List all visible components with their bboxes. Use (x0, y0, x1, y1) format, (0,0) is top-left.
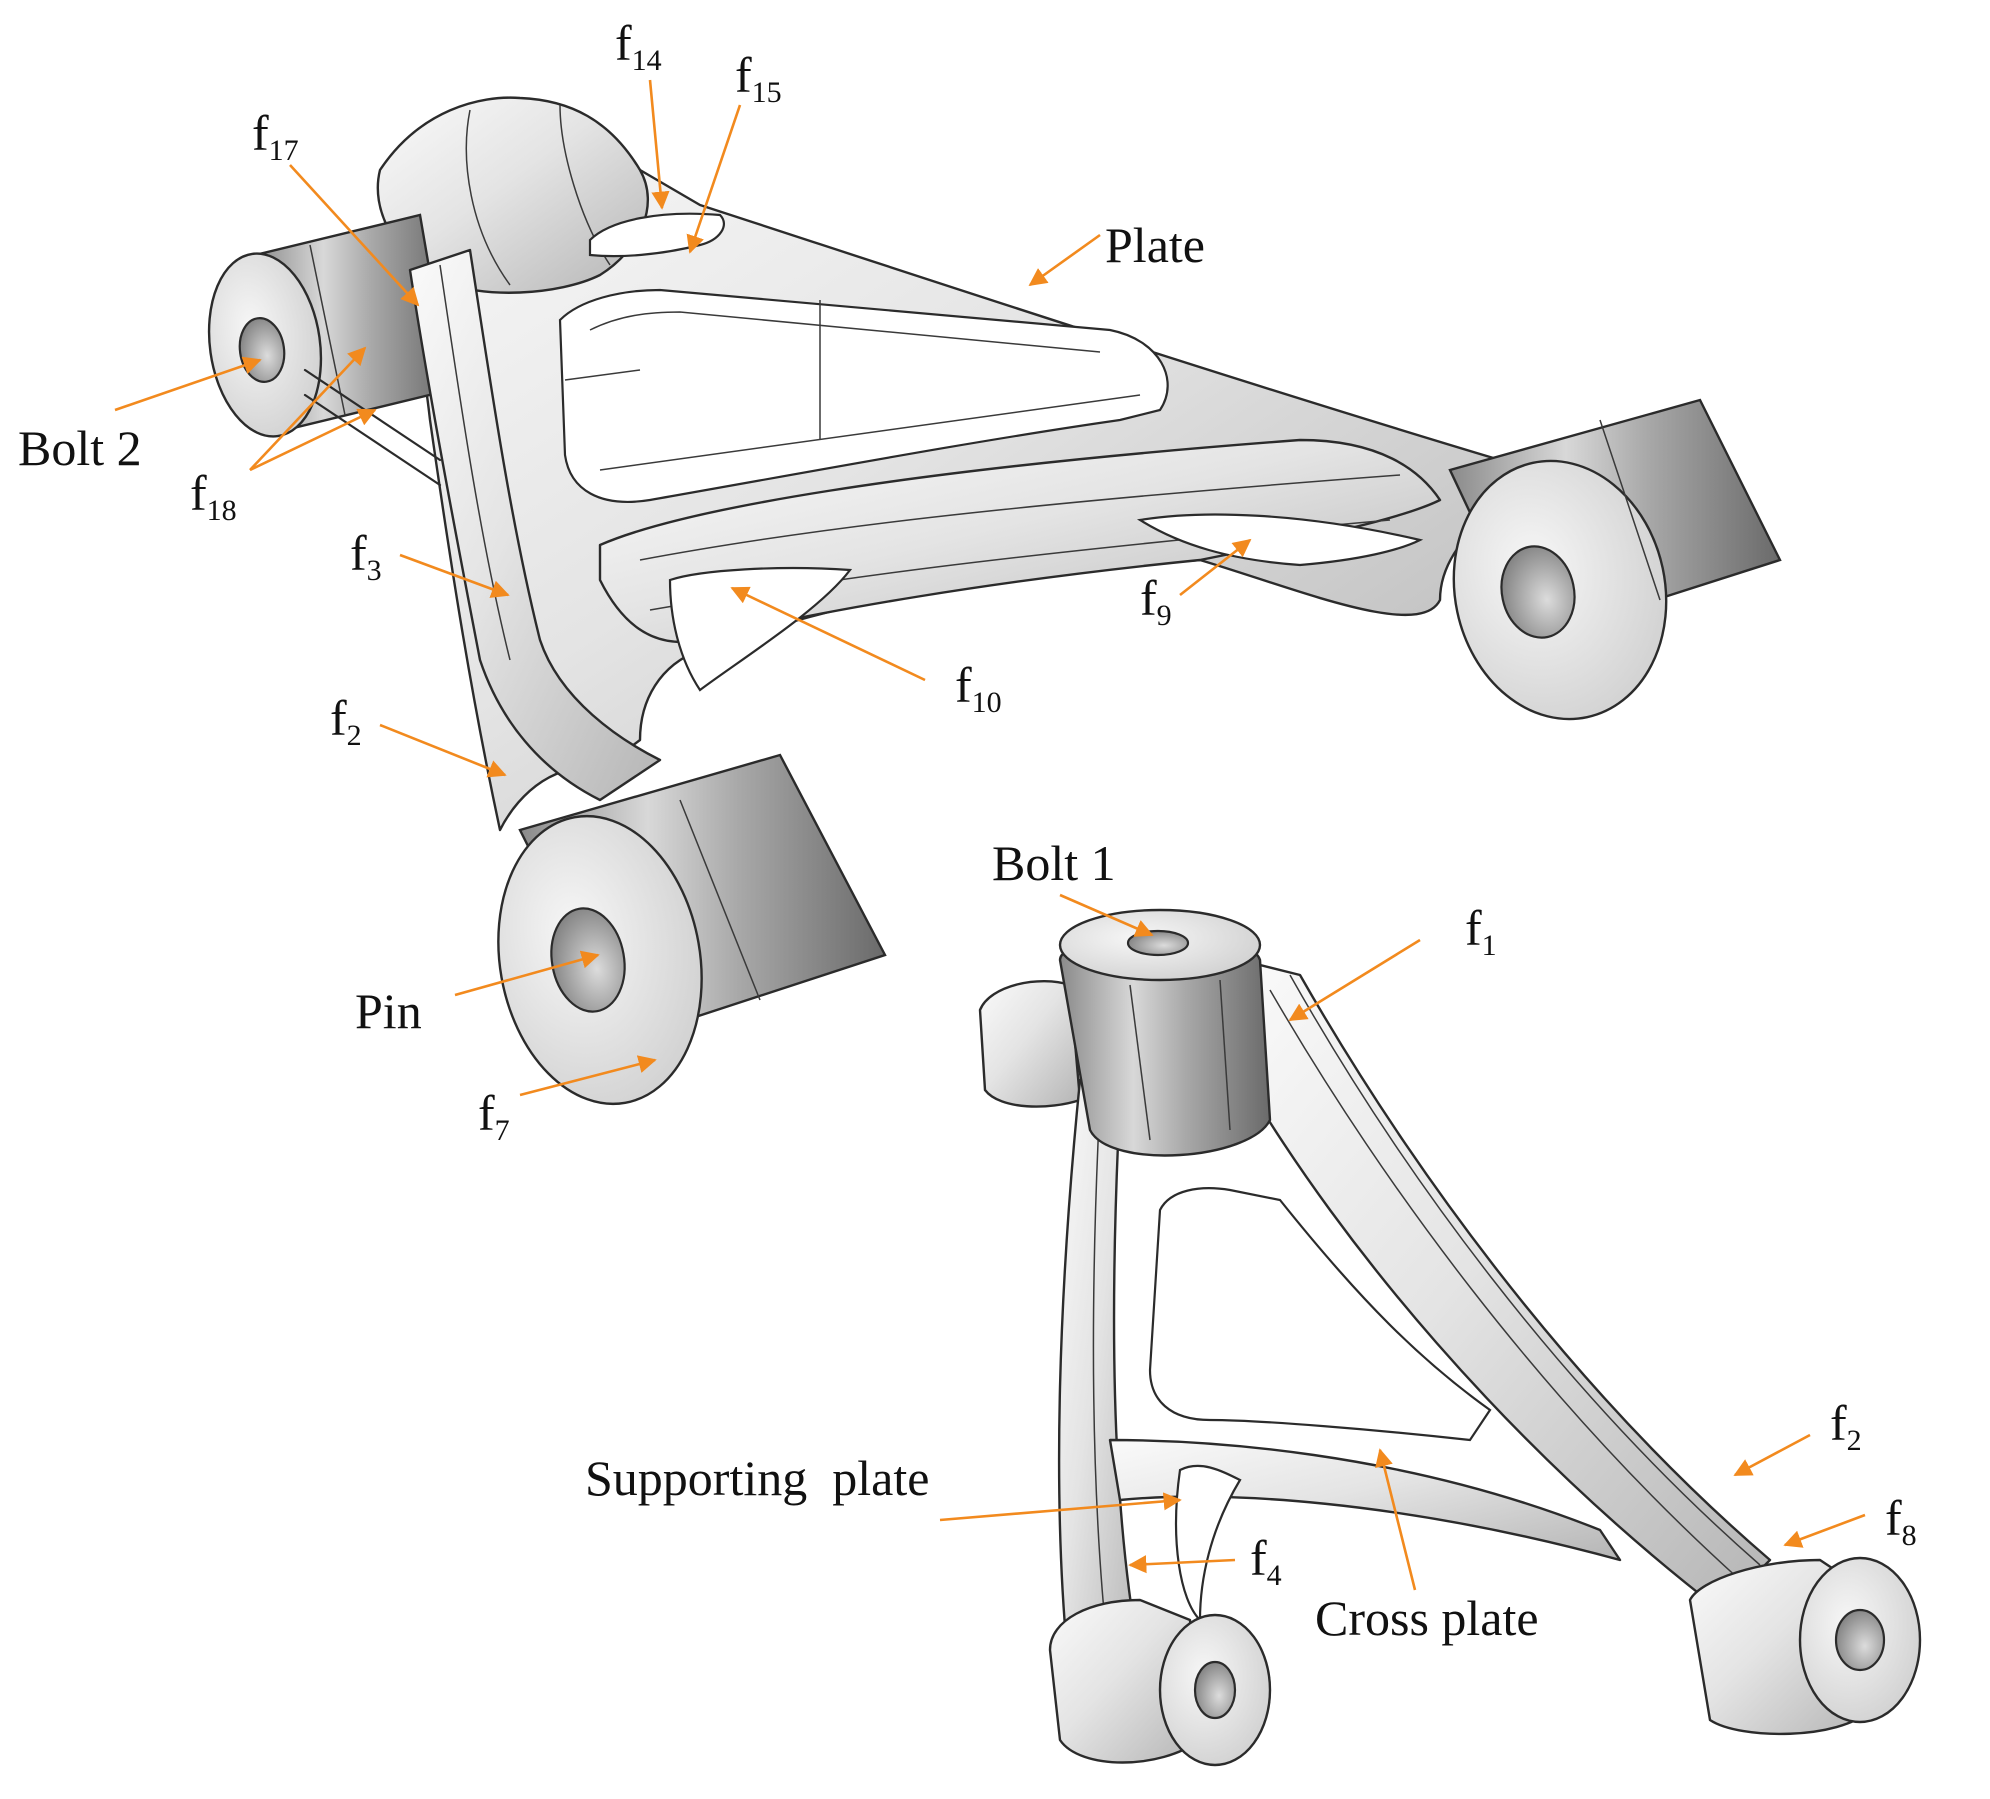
arrow-f17 (289, 164, 420, 307)
label-f15: f15 (735, 47, 782, 109)
label-f9: f9 (1140, 570, 1172, 632)
annotation-arrows (114, 79, 1866, 1591)
arrow-f7 (519, 1055, 657, 1097)
label-bolt1: Bolt 1 (992, 835, 1116, 891)
arrow-bolt1 (1059, 893, 1154, 937)
arrow-f1 (1288, 938, 1421, 1022)
control-arm-top-view (207, 96, 1782, 1106)
arrow-f2-top (379, 723, 507, 778)
bottom-right-eye-hole (1834, 1608, 1886, 1672)
label-f18: f18 (190, 465, 237, 527)
arrow-pin (454, 950, 600, 997)
arrow-f9 (1179, 538, 1252, 597)
label-f8: f8 (1885, 1490, 1917, 1552)
label-bolt2: Bolt 2 (18, 420, 142, 476)
annotation-labels: f14 f15 f17 Plate Bolt 2 f18 f3 f9 f10 f… (18, 15, 1917, 1646)
arrow-f18-a (249, 346, 367, 471)
arrow-cross-plate (1375, 1448, 1417, 1591)
bottom-left-eye-hole (1193, 1660, 1237, 1720)
label-f10: f10 (955, 657, 1002, 719)
arrow-f3 (399, 553, 510, 598)
label-f2-top: f2 (330, 690, 362, 752)
label-pin: Pin (355, 983, 422, 1039)
top-right-hole (1500, 545, 1576, 639)
arrow-bolt2 (114, 356, 262, 412)
label-f7: f7 (478, 1085, 510, 1147)
arrow-plate (1028, 233, 1101, 287)
arrow-f8 (1783, 1513, 1866, 1548)
arrow-f14 (648, 79, 670, 210)
top-left-leg (408, 248, 662, 802)
top-arm-opening (558, 288, 1169, 503)
arrow-f15 (686, 104, 742, 254)
bottom-left-leg (1057, 1078, 1142, 1682)
arrow-f2-bottom (1733, 1433, 1811, 1477)
bolt1-hole (1126, 929, 1190, 957)
arrow-supporting-plate (939, 1492, 1182, 1522)
arrow-f4 (1128, 1555, 1236, 1574)
arrow-f10 (730, 586, 926, 682)
label-f14: f14 (615, 15, 662, 77)
label-plate: Plate (1105, 217, 1205, 273)
label-supporting-plate: Supporting plate (585, 1450, 929, 1506)
label-f2-bottom: f2 (1830, 1395, 1862, 1457)
control-arm-front-view (978, 908, 1922, 1767)
bottom-arm-opening (1148, 1187, 1492, 1442)
label-cross-plate: Cross plate (1315, 1590, 1539, 1646)
arrow-f18-b (249, 408, 377, 472)
label-f17: f17 (252, 105, 299, 167)
bottom-left-stub (978, 979, 1082, 1108)
label-f3: f3 (350, 525, 382, 587)
label-f4: f4 (1250, 1530, 1282, 1592)
label-f1: f1 (1465, 900, 1497, 962)
